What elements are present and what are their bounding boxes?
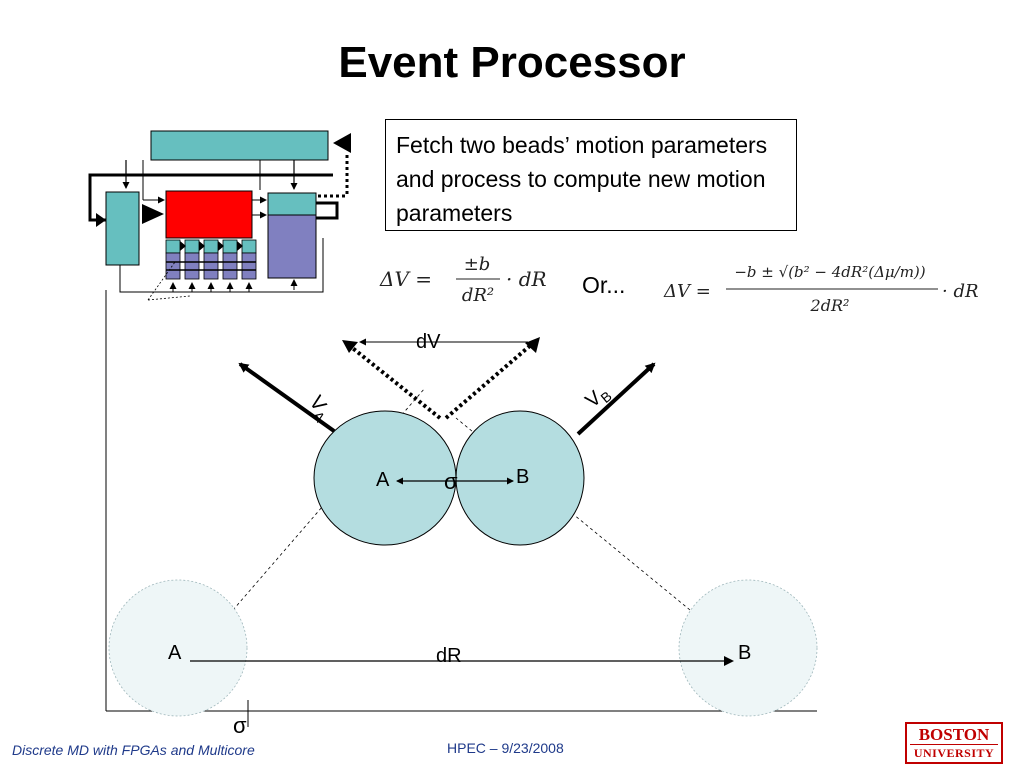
- footer-date: HPEC – 9/23/2008: [447, 740, 564, 756]
- bead-a-label: A: [376, 469, 390, 491]
- ghost-a-label: A: [168, 642, 182, 664]
- eq1-denominator: dR²: [462, 285, 494, 306]
- logo-line-1: BOSTON: [910, 726, 998, 745]
- slide-title: Event Processor: [338, 38, 686, 87]
- vb-arrow: [576, 362, 656, 436]
- equation-1: ΔV = ±b dR² · dR: [379, 254, 547, 306]
- dr-label: dR: [436, 645, 462, 667]
- dv-dotted-left: [348, 344, 442, 420]
- or-text: Or...: [582, 272, 626, 298]
- footer-course: Discrete MD with FPGAs and Multicore: [12, 742, 255, 758]
- pipeline-cells: [147, 239, 257, 301]
- eq2-denominator: 2dR²: [810, 296, 850, 315]
- vb-label: VB: [581, 381, 614, 415]
- ghost-bead-b: [678, 579, 818, 717]
- top-memory-block: [150, 130, 329, 161]
- eq1-lhs: ΔV =: [379, 267, 432, 291]
- right-purple-block: [267, 214, 317, 279]
- collision-diagram: A B dR A B σ VA VB dV σ: [105, 290, 818, 738]
- eq2-lhs: ΔV =: [663, 281, 711, 302]
- eq1-tail: · dR: [506, 267, 547, 291]
- sigma-center-label: σ: [444, 469, 458, 494]
- boston-university-logo: BOSTON UNIVERSITY: [905, 722, 1003, 764]
- block-diagram: [88, 130, 351, 301]
- va-arrow: [238, 362, 336, 433]
- eq1-numerator: ±b: [464, 254, 491, 275]
- ghost-bead-a: [108, 579, 248, 717]
- eq2-numerator: −b ± √(b² − 4dR²(Δμ/m)): [734, 263, 925, 281]
- equation-2: ΔV = −b ± √(b² − 4dR²(Δμ/m)) 2dR² · dR: [663, 263, 979, 315]
- bead-b-label: B: [516, 466, 529, 488]
- dv-label: dV: [416, 331, 441, 353]
- callout-box: Fetch two beads’ motion parameters and p…: [385, 119, 797, 231]
- processor-red-block: [165, 190, 253, 239]
- ghost-b-label: B: [738, 642, 751, 664]
- dv-dotted-right: [444, 342, 534, 420]
- eq2-tail: · dR: [942, 281, 979, 302]
- bead-b: [455, 410, 585, 546]
- va-label: VA: [302, 392, 336, 425]
- left-register-block: [105, 191, 140, 266]
- top-block-feedback-arrow: [333, 133, 351, 153]
- logo-line-2: UNIVERSITY: [913, 746, 995, 760]
- right-teal-block: [267, 192, 317, 216]
- sigma-bottom-label: σ: [233, 713, 247, 738]
